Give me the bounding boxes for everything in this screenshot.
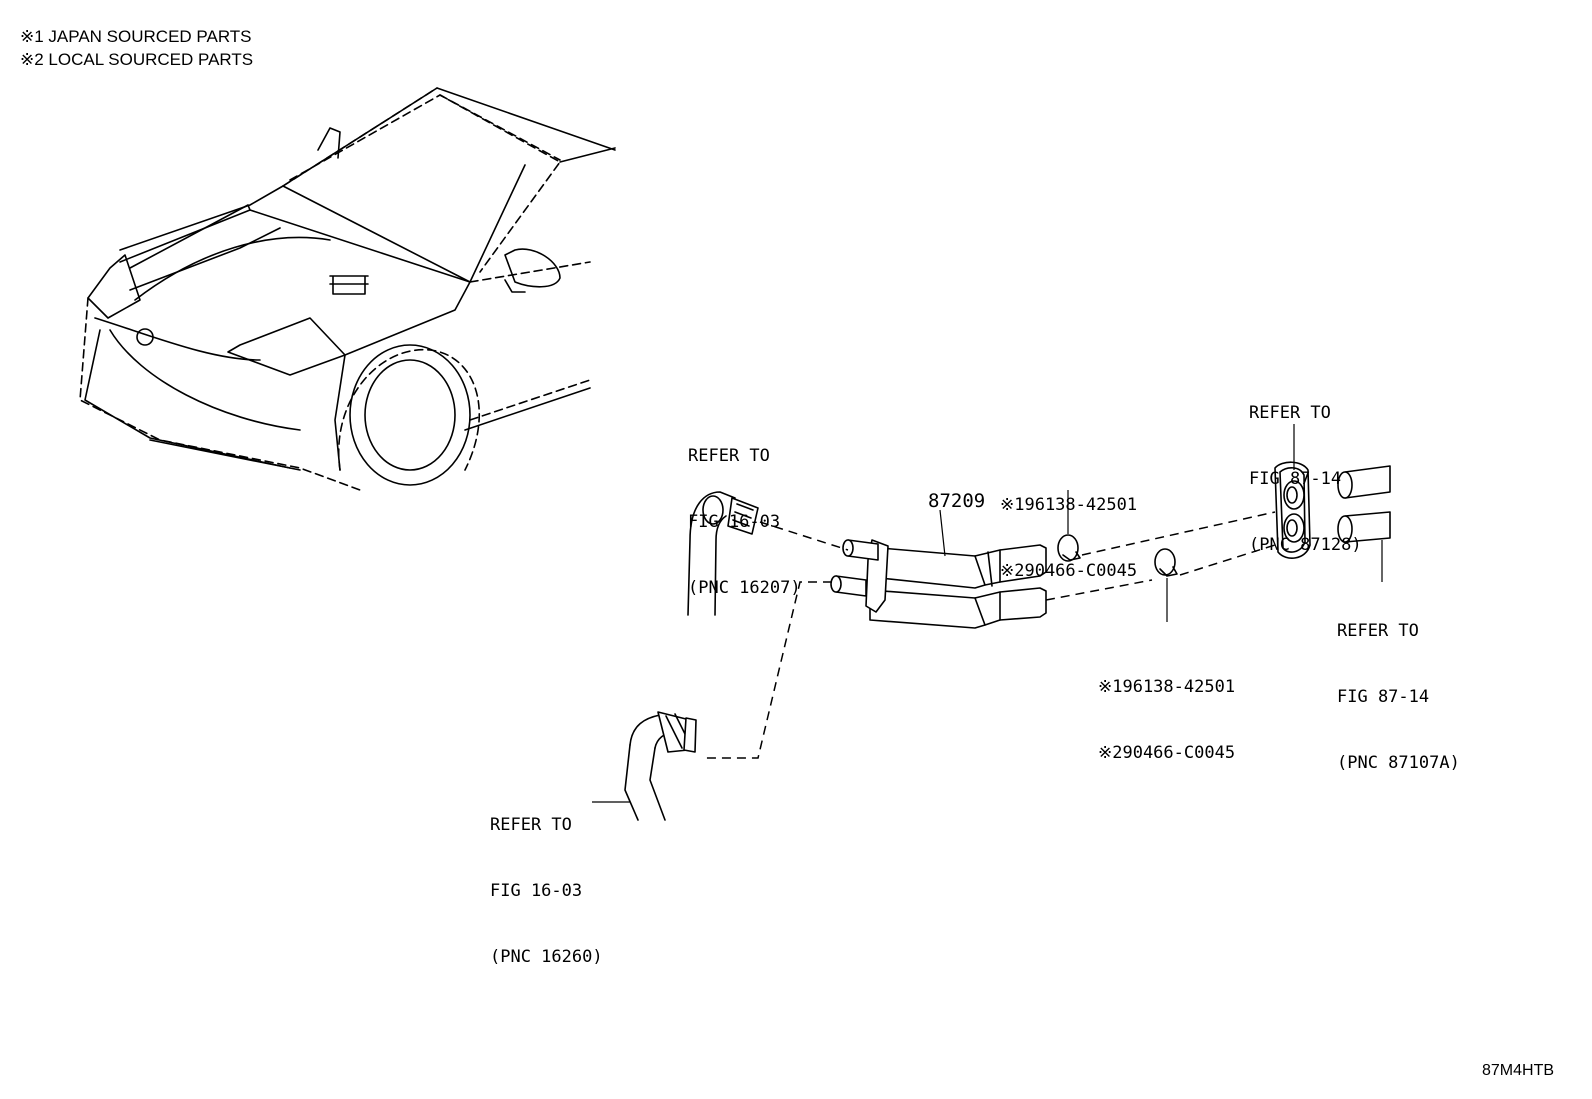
callout-grommet[interactable]: REFER TO FIG 87-14 (PNC 87128) (1249, 358, 1362, 578)
diagram-code: 87M4HTB (1482, 1062, 1555, 1079)
callout-clamp-lower[interactable]: ※196138-42501 ※290466-C0045 (1098, 632, 1235, 786)
connection-lines (705, 511, 1276, 759)
callout-line: REFER TO (1337, 621, 1419, 641)
car-front-outline-icon (79, 87, 616, 491)
callout-line: REFER TO (688, 446, 770, 466)
hose-clamp-upper-icon (1057, 490, 1081, 562)
part-number-87209[interactable]: 87209 (928, 490, 986, 512)
water-pipe-icon (1337, 465, 1391, 582)
hose-clamp-lower-icon (1154, 548, 1178, 622)
callout-line: ※196138-42501 (1098, 677, 1236, 697)
callout-water-pipes[interactable]: REFER TO FIG 87-14 (PNC 87107A) (1337, 576, 1460, 796)
callout-upper-hose[interactable]: REFER TO FIG 16-03 (PNC 16207) (688, 401, 801, 621)
callout-line: ※290466-C0045 (1000, 561, 1138, 581)
upper-hose-icon (687, 491, 759, 616)
grommet-icon (1274, 424, 1311, 559)
callout-line: FIG 16-03 (688, 512, 781, 532)
callout-line: (PNC 87107A) (1337, 753, 1460, 773)
callout-line: FIG 87-14 (1337, 687, 1430, 707)
callout-line: REFER TO (1249, 403, 1331, 423)
callout-line: ※196138-42501 (1000, 495, 1138, 515)
callout-line: REFER TO (490, 815, 572, 835)
callout-line: ※290466-C0045 (1098, 743, 1236, 763)
legend-local-sourced: ※2 LOCAL SOURCED PARTS (20, 50, 254, 69)
heater-hose-assembly-icon (830, 509, 1047, 629)
callout-clamp-upper[interactable]: ※196138-42501 ※290466-C0045 (1000, 450, 1137, 604)
callout-line: FIG 87-14 (1249, 469, 1342, 489)
callout-line: (PNC 16260) (490, 947, 603, 967)
callout-line: FIG 16-03 (490, 881, 583, 901)
legend-japan-sourced: ※1 JAPAN SOURCED PARTS (20, 27, 252, 46)
lower-hose-icon (624, 711, 697, 821)
callout-line: (PNC 87128) (1249, 535, 1362, 555)
callout-lower-hose[interactable]: REFER TO FIG 16-03 (PNC 16260) (490, 770, 603, 990)
callout-line: (PNC 16207) (688, 578, 801, 598)
